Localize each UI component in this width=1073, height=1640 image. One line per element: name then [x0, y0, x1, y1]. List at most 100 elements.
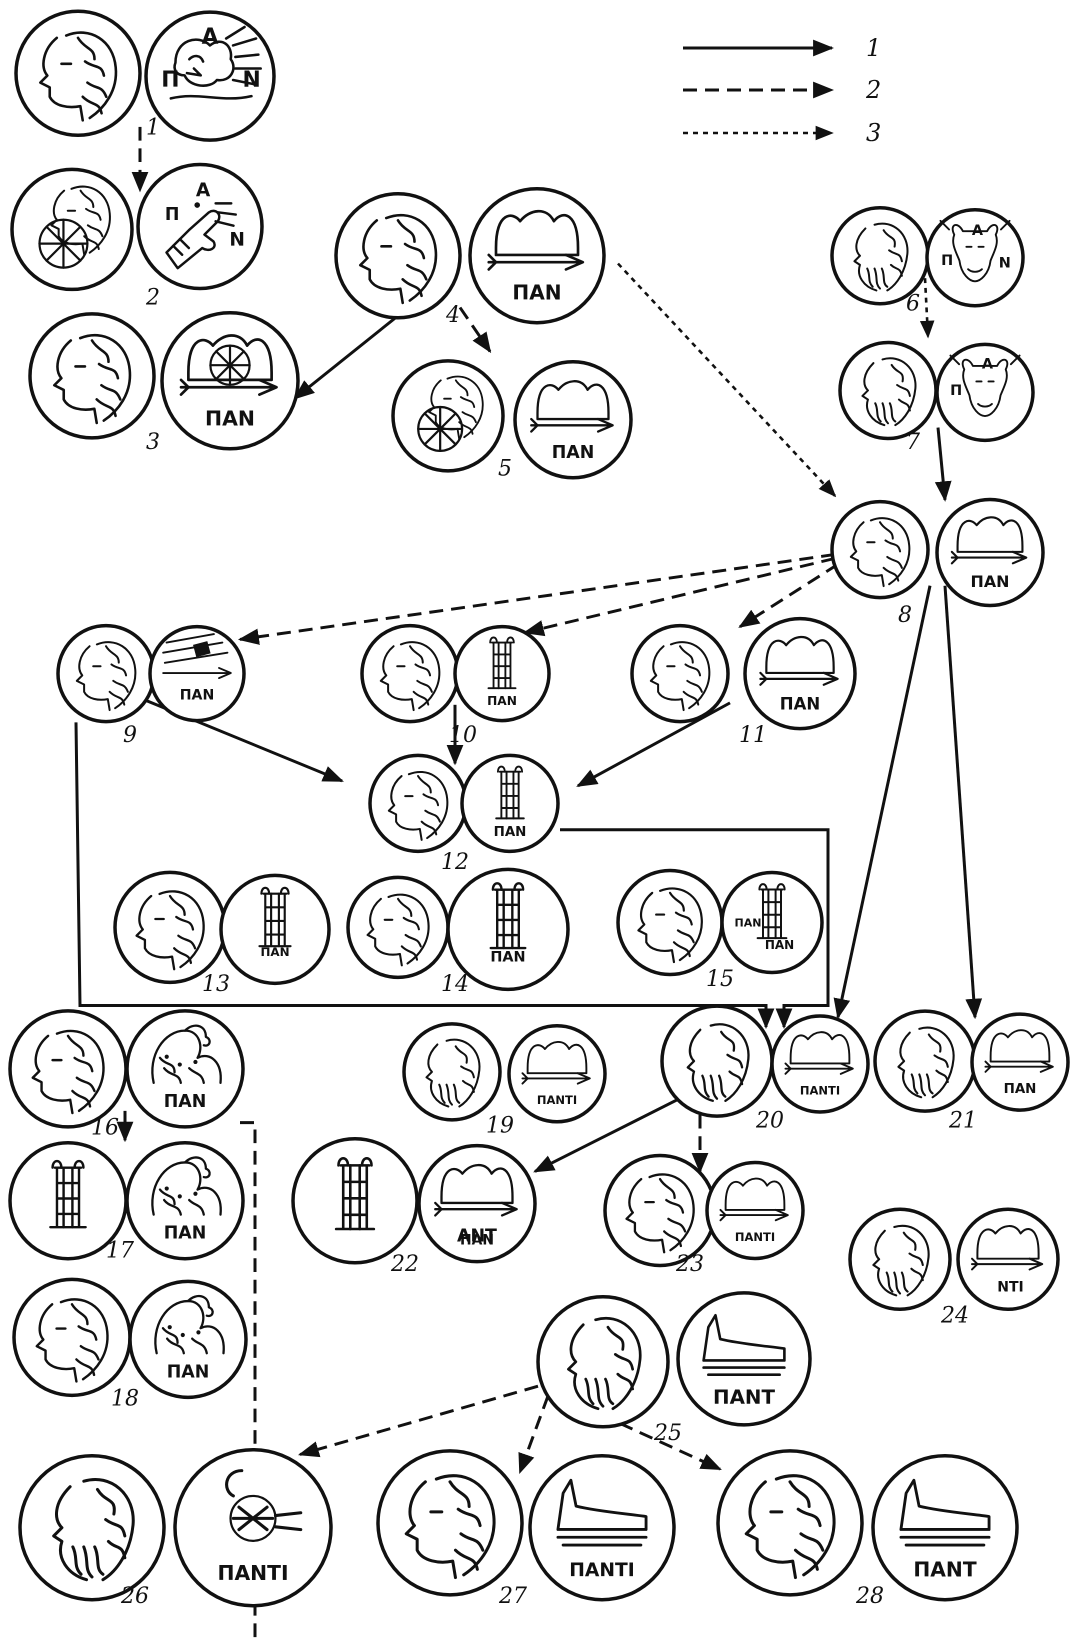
coin-number: 4 — [445, 303, 460, 328]
coin-obverse — [536, 1295, 670, 1429]
coin-number: 2 — [145, 286, 160, 311]
coin-pair-13: ΠΑΝ 13 — [113, 870, 331, 997]
coin-inscription: ΠΑΝ — [205, 406, 255, 430]
coin-inscription: Ν — [242, 68, 260, 93]
coin-obverse — [28, 312, 156, 440]
coin-pair-14: ΠΑΝ 14 — [346, 867, 570, 997]
coin-number: 13 — [202, 972, 230, 997]
coin-reverse: ΠΑΝ — [935, 497, 1045, 608]
coin-pair-11: ΠΑΝ 11 — [630, 616, 857, 748]
coin-inscription: ΠΑΝ — [765, 938, 794, 952]
coin-inscription: ΠΑΝ — [1004, 1082, 1037, 1097]
coin-number: 14 — [441, 972, 469, 997]
coin-obverse — [376, 1449, 524, 1597]
coin-number: 1 — [146, 116, 160, 141]
legend-label: 2 — [865, 76, 881, 104]
coin-inscription: ΠΑΝΤΙ — [217, 1561, 288, 1585]
coin-number: 5 — [498, 456, 512, 481]
coin-obverse — [873, 1009, 977, 1113]
coin-reverse: ΠΑΝ — [513, 360, 633, 480]
coin-obverse — [56, 623, 156, 724]
coin-number: 22 — [390, 1252, 419, 1277]
coin-reverse: ΠΑΝ — [128, 1279, 248, 1400]
coin-reverse: ΠΑΝ — [460, 753, 560, 854]
coin-pair-7: ΑΠ7 — [838, 340, 1035, 455]
coin-obverse — [848, 1207, 952, 1312]
coin-number: 18 — [111, 1387, 139, 1412]
coin-inscription: Ν — [999, 256, 1011, 272]
coin-obverse — [630, 623, 730, 724]
legend-item-dotted: 3 — [683, 119, 881, 147]
coin-obverse — [346, 875, 450, 980]
coin-obverse — [113, 870, 227, 985]
coin-inscription: ΠΑΝΤ — [713, 1386, 775, 1409]
coin-reverse: ΠΑΝ — [125, 1140, 245, 1261]
coin-obverse — [368, 753, 468, 854]
coin-obverse — [360, 623, 460, 724]
coin-reverse: ΠΑΝ — [219, 873, 331, 986]
coin-reverse: ΑΠΝ — [136, 162, 264, 291]
arrow-4-to-3 — [293, 303, 413, 400]
coin-number: 23 — [675, 1252, 704, 1277]
coin-obverse — [18, 1453, 166, 1602]
arrow-7-to-8 — [934, 427, 952, 502]
coin-number: 12 — [441, 850, 469, 875]
coin-pair-9: ΠΑΝ 9 — [56, 623, 246, 748]
coin-inscription: ΠΑΝ — [180, 688, 215, 704]
coin-inscription: ΠΑΝ — [971, 572, 1010, 591]
coin-pair-12: ΠΑΝ 12 — [368, 753, 560, 875]
coin-pair-18: ΠΑΝ 18 — [12, 1277, 248, 1412]
coin-inscription: Π — [950, 383, 962, 399]
coin-reverse: ΑΠ — [935, 342, 1035, 443]
arrow-8-to-21 — [943, 585, 983, 1020]
coin-obverse — [616, 868, 724, 977]
coin-number: 11 — [739, 723, 767, 748]
arrow-25-to-26 — [297, 1384, 539, 1458]
coin-inscription: Α — [982, 357, 994, 373]
coin-inscription: Α — [202, 25, 219, 50]
legend: 1 2 3 — [683, 34, 881, 147]
coin-inscription: ΠΑΝ — [494, 825, 527, 840]
coin-reverse: ΠΑΝ — [453, 624, 551, 723]
coin-inscription: ΠΑΝ — [780, 695, 820, 714]
coin-reverse: ΠΑΝΤΙ — [528, 1453, 676, 1602]
coin-number: 3 — [146, 430, 160, 455]
arrow-4-to-8 — [617, 262, 837, 498]
coin-inscription: ΠΑΝ — [260, 945, 289, 959]
coin-obverse — [8, 1009, 128, 1129]
coin-inscription: ΠΑΝ — [164, 1224, 207, 1244]
coin-obverse — [291, 1136, 419, 1265]
coin-inscription: Ν — [229, 229, 245, 250]
coin-obverse — [402, 1022, 502, 1122]
coin-inscription: ΠΑΝ — [490, 949, 525, 965]
coin-inscription: ΠΑΝ — [735, 916, 762, 929]
coin-obverse — [830, 206, 930, 306]
arrow-8-to-11 — [738, 563, 839, 628]
coin-inscription: ΠΑΝΤΙ — [537, 1093, 577, 1107]
coin-number: 9 — [123, 723, 137, 748]
coin-reverse: ΠΑΝ — [148, 624, 246, 723]
coin-inscription: ΠΑΝ — [512, 281, 561, 305]
coin-reverse: ΠΑΝ — [468, 187, 606, 325]
coin-pair-3: ΠΑΝ 3 — [28, 310, 300, 455]
coin-inscription: ΠΑΝ — [167, 1362, 210, 1382]
arrow-6-to-7 — [919, 278, 935, 339]
coin-inscription: Π — [165, 205, 180, 225]
coin-number: 15 — [706, 967, 734, 992]
coin-number: 7 — [906, 430, 920, 455]
coin-reverse: ΠΑΝΤΙ — [770, 1014, 870, 1114]
